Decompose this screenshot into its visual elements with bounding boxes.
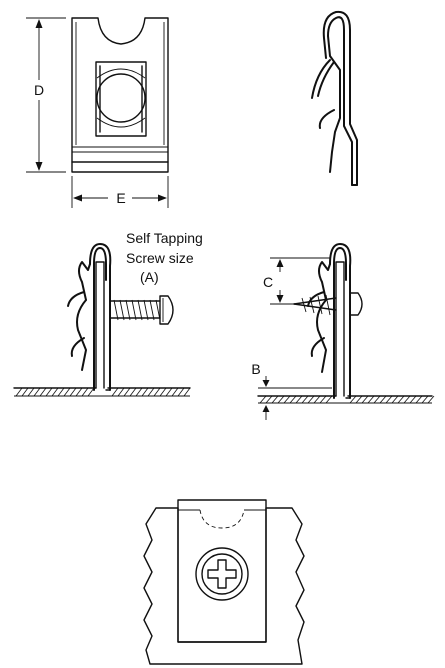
- hatch-line: [391, 395, 399, 404]
- hatch-line: [21, 387, 29, 397]
- dimension-d: D: [26, 17, 66, 173]
- hatch-line: [51, 387, 59, 397]
- hatch-line: [27, 387, 35, 397]
- hatch-line: [183, 387, 191, 397]
- hatch-line: [57, 387, 65, 397]
- hatch-line: [409, 395, 417, 404]
- hatch-line: [15, 387, 23, 397]
- hatch-line: [177, 387, 185, 397]
- hatch-line: [403, 395, 411, 404]
- hatch-line: [259, 395, 267, 404]
- hatch-line: [319, 395, 327, 404]
- hatch-line: [69, 387, 77, 397]
- hatch-line: [141, 387, 149, 397]
- installed-front-view: [143, 499, 305, 665]
- side-view-clip: [311, 10, 358, 186]
- hatch-line: [277, 395, 285, 404]
- hatch-line: [45, 387, 53, 397]
- hatch-line: [165, 387, 173, 397]
- hatch-line: [39, 387, 47, 397]
- hatch-line: [33, 387, 41, 397]
- hatch-line: [159, 387, 167, 397]
- hatch-line: [295, 395, 303, 404]
- hatch-line: [289, 395, 297, 404]
- hatch-line: [301, 395, 309, 404]
- screw-caption-line2: Screw size: [126, 250, 194, 266]
- hatch-line: [81, 387, 89, 397]
- hatch-line: [373, 395, 381, 404]
- hatch-line: [325, 395, 333, 404]
- dimension-e-label: E: [116, 190, 125, 206]
- hatch-line: [427, 395, 435, 404]
- screw-caption-line1: Self Tapping: [126, 230, 203, 246]
- hatch-line: [271, 395, 279, 404]
- screw-size-label: (A): [140, 269, 159, 285]
- hatch-line: [111, 387, 119, 397]
- hatch-line: [349, 395, 357, 404]
- hatch-line: [385, 395, 393, 404]
- dimension-e: E: [71, 176, 169, 208]
- hatch-line: [397, 395, 405, 404]
- assembly-left: [13, 243, 191, 397]
- hatch-line: [171, 387, 179, 397]
- dimension-b-label: B: [251, 361, 260, 377]
- hatch-line: [283, 395, 291, 404]
- hatch-line: [367, 395, 375, 404]
- screw-caption: Self Tapping Screw size (A): [126, 230, 203, 285]
- hatch-line: [63, 387, 71, 397]
- hatch-line: [307, 395, 315, 404]
- dimension-c-label: C: [263, 274, 273, 290]
- hatch-line: [415, 395, 423, 404]
- hatch-line: [379, 395, 387, 404]
- assembly-right: [257, 243, 435, 420]
- hatch-line: [355, 395, 363, 404]
- front-view-clip: [71, 17, 169, 173]
- hatch-line: [421, 395, 429, 404]
- hatch-line: [153, 387, 161, 397]
- hatch-line: [123, 387, 131, 397]
- hatch-line: [75, 387, 83, 397]
- hatch-line: [117, 387, 125, 397]
- hatch-line: [129, 387, 137, 397]
- hatch-line: [265, 395, 273, 404]
- hatch-line: [147, 387, 155, 397]
- hatch-line: [135, 387, 143, 397]
- hatch-line: [313, 395, 321, 404]
- hatch-line: [361, 395, 369, 404]
- dimension-d-label: D: [34, 82, 44, 98]
